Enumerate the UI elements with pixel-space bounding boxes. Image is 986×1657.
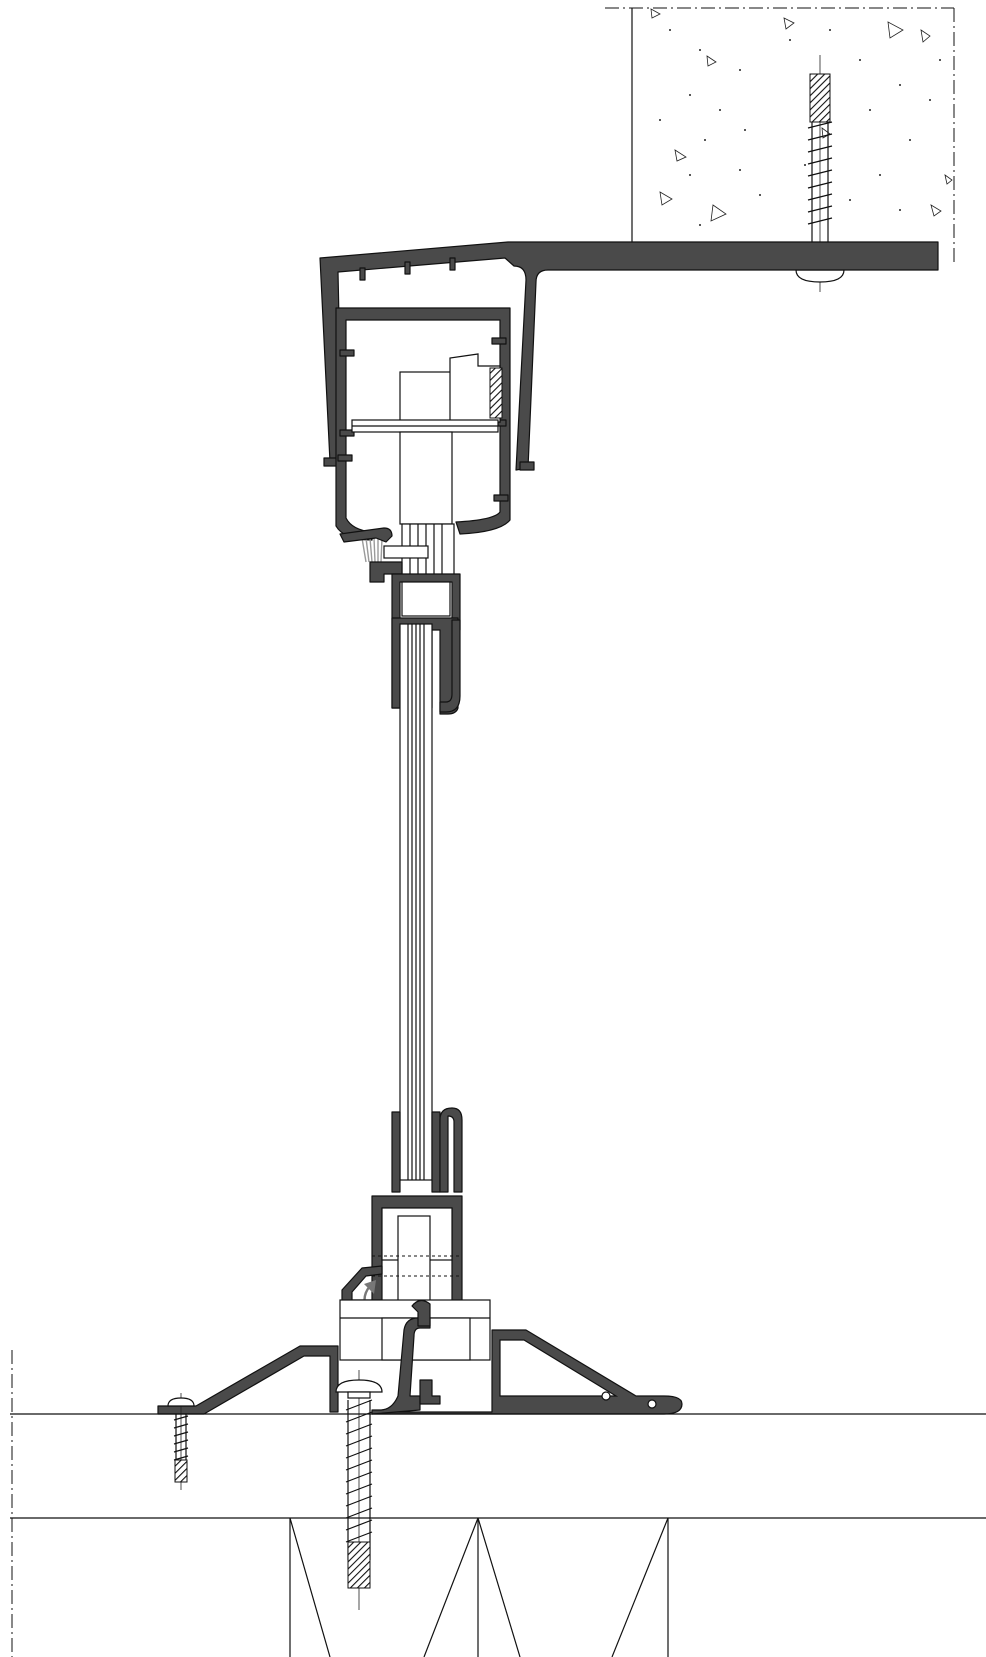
ceiling-anchor-screw <box>795 55 845 292</box>
top-track-inner-ribs <box>359 257 456 281</box>
sash-top-internals <box>351 353 503 525</box>
concrete-ceiling <box>605 7 955 262</box>
floor-joists <box>289 1517 669 1657</box>
brush-seal <box>339 523 455 581</box>
floor-slab <box>10 1350 986 1657</box>
sash-top-frame <box>335 307 511 541</box>
aggregate-marks <box>650 8 953 222</box>
bottom-sash-profile <box>341 1107 463 1351</box>
glass-panel <box>399 623 433 1181</box>
floor-screw-main <box>335 1370 383 1610</box>
ceiling-screw-head <box>795 269 845 283</box>
concrete-dots <box>659 29 941 226</box>
floor-screw-left <box>167 1393 195 1490</box>
top-track-profile <box>319 241 939 471</box>
sash-top-clips <box>337 337 509 502</box>
ceiling-screw-thread <box>807 121 833 242</box>
bottom-rail-profile <box>157 1299 683 1415</box>
